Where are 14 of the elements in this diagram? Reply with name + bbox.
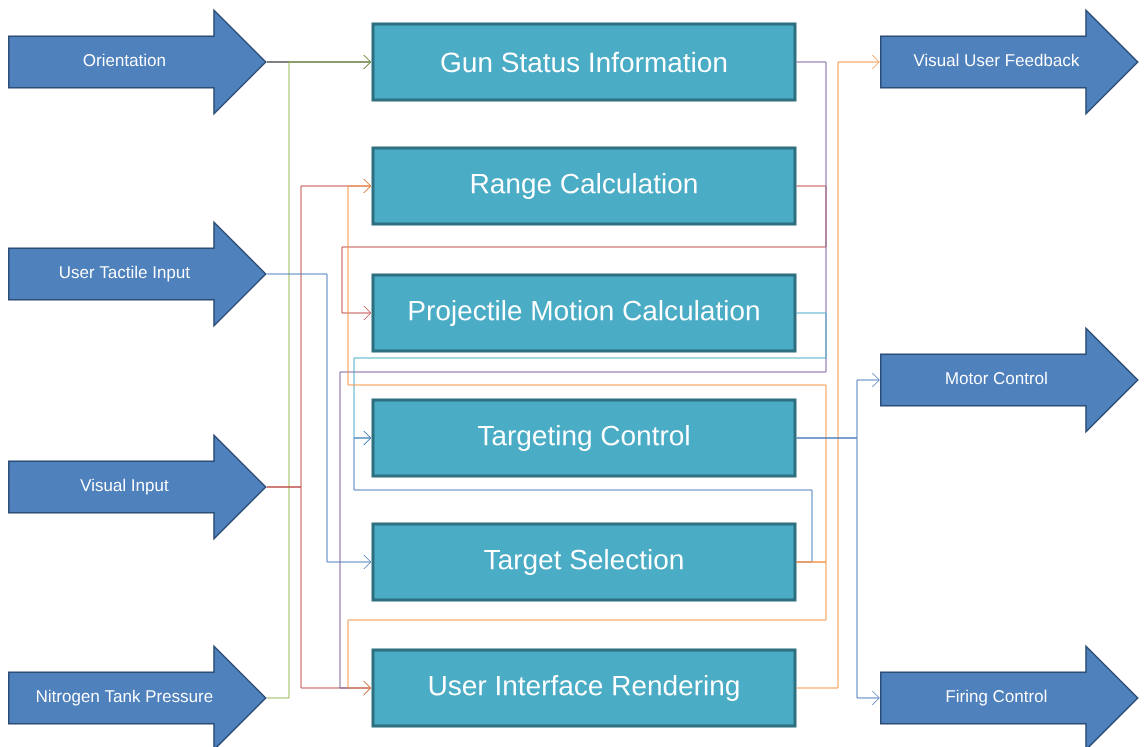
process-box: Target Selection bbox=[371, 522, 797, 602]
process-box: Projectile Motion Calculation bbox=[371, 273, 797, 353]
arrow bbox=[353, 430, 813, 563]
arrow bbox=[796, 54, 880, 689]
arrow bbox=[341, 185, 827, 321]
arrow bbox=[266, 54, 372, 699]
process-box: User Interface Rendering bbox=[371, 648, 797, 728]
arrow bbox=[796, 437, 880, 706]
process-box: Range Calculation bbox=[371, 146, 797, 226]
arrow bbox=[347, 561, 827, 696]
process-box: Gun Status Information bbox=[371, 22, 797, 102]
arrow bbox=[347, 178, 827, 563]
arrow bbox=[266, 273, 372, 570]
process-box: Targeting Control bbox=[371, 398, 797, 478]
